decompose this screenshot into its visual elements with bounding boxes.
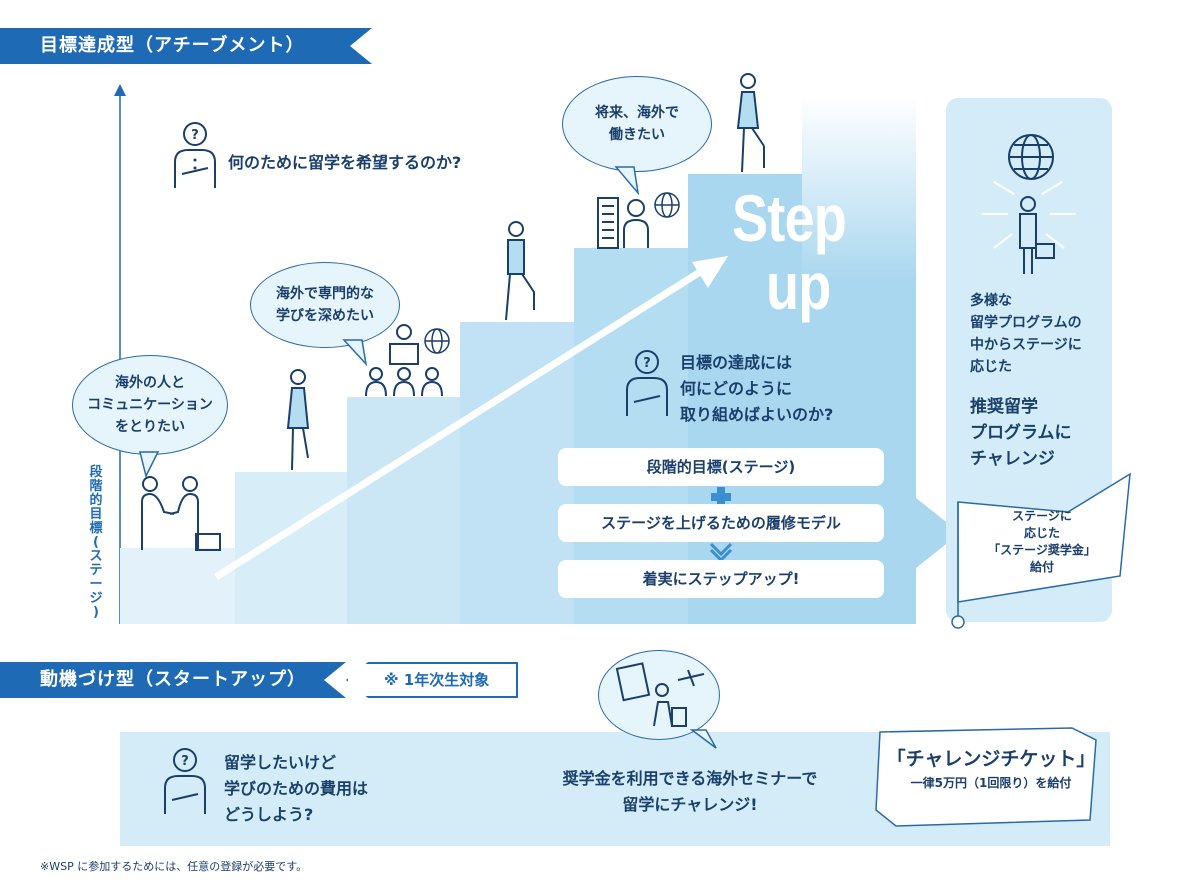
double-down-arrow-icon [709, 542, 733, 562]
step-up-title: Step [732, 181, 847, 255]
startup-target-tag: ※ 1年次生対象 [346, 662, 518, 698]
result-pill: 着実にステップアップ! [558, 560, 884, 598]
globe-icon [654, 192, 680, 218]
step-2 [235, 472, 347, 624]
woman-walking-icon [286, 369, 310, 471]
building-icon [597, 197, 649, 249]
footnote: ※WSP に参加するためには、任意の登録が必要です。 [40, 860, 308, 873]
travel-icon [615, 662, 705, 727]
lecture-icon [365, 324, 443, 397]
axis-label: 段 階 的 目 標 ( ス テ ー ジ ) [89, 465, 103, 620]
career-bubble: 将来、海外で 働きたい [562, 76, 712, 172]
step-4 [460, 322, 574, 624]
communication-bubble: 海外の人と コミュニケーション をとりたい [72, 355, 228, 455]
progress-arrow-head [692, 256, 728, 288]
achievement-header: 目標達成型（アチーブメント） [0, 28, 372, 64]
bubble-tail [690, 729, 717, 749]
flag-icon [951, 472, 1131, 629]
stage-pill: 段階的目標(ステージ) [558, 448, 884, 486]
step-6 [688, 174, 802, 624]
program-text: 多様な 留学プログラムの 中からステージに 応じた [970, 293, 1082, 375]
svg-text:?: ? [643, 356, 651, 371]
bubble-tail [342, 339, 368, 366]
startup-question: 留学したいけど 学びのための費用は どうしよう? [224, 753, 369, 824]
startup-header: 動機づけ型（スタートアップ） [0, 662, 346, 698]
progress-arrow-line [214, 269, 702, 580]
svg-text:?: ? [181, 754, 189, 769]
ticket-icon [875, 727, 1097, 827]
globe-icon [424, 328, 450, 354]
flag-text: ステージに 応じた 「ステージ奨学金」 給付 [988, 509, 1096, 574]
bubble-tail [614, 166, 640, 195]
question-person-icon: ? [164, 748, 206, 814]
seminar-text: 奨学金を利用できる海外セミナーで 留学にチャレンジ! [562, 769, 818, 814]
svg-text:?: ? [191, 128, 199, 143]
ticket-subtitle: 一律5万円（1回限り）を給付 [910, 776, 1072, 790]
globe-icon [1008, 134, 1054, 180]
step-1 [120, 548, 235, 624]
question-person-icon: ? [174, 122, 216, 188]
question-person-icon: ? [626, 350, 668, 416]
ticket-title: 「チャレンジチケット」 [886, 748, 1096, 770]
businessman-arrows-icon [982, 181, 1076, 274]
man-climbing-icon [505, 221, 535, 321]
bubble-tail [139, 451, 160, 478]
model-pill: ステージを上げるための履修モデル [558, 504, 884, 542]
woman-top-icon [736, 73, 765, 173]
handshake-icon [141, 476, 221, 551]
specialize-bubble: 海外で専門的な 学びを深めたい [250, 262, 400, 348]
achieve-question: 目標の達成には 何にどのように 取り組めばよいのか? [680, 353, 834, 424]
pointer-triangle [906, 490, 960, 576]
step-up-subtitle: up [766, 249, 831, 323]
plus-icon [711, 487, 731, 507]
purpose-question: 何のために留学を希望するのか? [228, 153, 462, 172]
challenge-text: 推奨留学 プログラムに チャレンジ [970, 397, 1072, 469]
